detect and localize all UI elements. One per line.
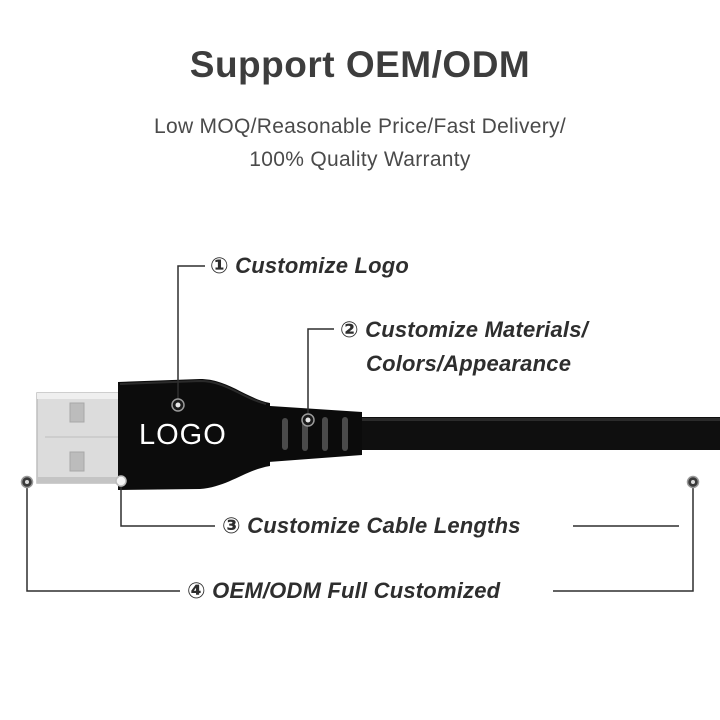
- logo-text: LOGO: [139, 419, 227, 451]
- cable-wire: [300, 417, 720, 450]
- callout-lines: [26, 265, 694, 592]
- connector-housing: [118, 379, 270, 490]
- callout-customize-materials: ② Customize Materials/: [340, 317, 588, 342]
- usb-connector: [36, 392, 126, 484]
- callout-customize-appearance: Colors/Appearance: [366, 351, 572, 376]
- subtitle-line-2: 100% Quality Warranty: [249, 148, 471, 171]
- subtitle-line-1: Low MOQ/Reasonable Price/Fast Delivery/: [153, 115, 566, 138]
- callout-full-customized: ④ OEM/ODM Full Customized: [187, 578, 501, 603]
- callout-customize-lengths: ③ Customize Cable Lengths: [222, 513, 521, 538]
- callout-customize-logo: ① Customize Logo: [210, 253, 410, 278]
- page-title: Support OEM/ODM: [189, 44, 531, 85]
- callout-markers: [20, 398, 700, 489]
